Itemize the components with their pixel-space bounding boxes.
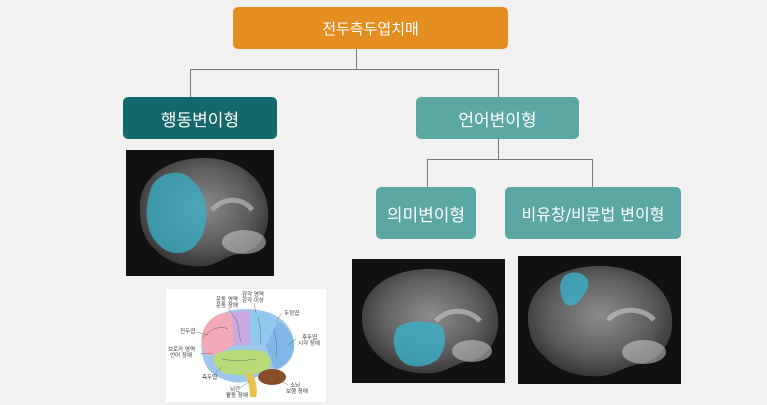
brain-scan-semantic: [352, 259, 505, 383]
brain-scan-nonfluent: [518, 256, 681, 384]
connector-level2-horizontal: [427, 159, 593, 160]
label-brainstem: 뇌간: [230, 385, 240, 393]
label-broca-area: 브로카 영역: [168, 345, 195, 353]
label-occipital-lobe: 후두엽: [302, 333, 317, 341]
label-motor-area-sub: 운동 장애: [216, 301, 238, 309]
node-behavioral-variant: 행동변이형: [123, 97, 277, 139]
label-cerebellum: 소뇌: [290, 381, 300, 389]
label-broca-area-sub: 언어 장애: [170, 351, 192, 359]
label-sensory-area: 감각 영역: [242, 290, 264, 298]
connector-language-down: [498, 139, 499, 160]
root-node-ftd: 전두측두엽치매: [233, 7, 508, 49]
label-sensory-area-sub: 감각 이상: [242, 296, 264, 304]
label-temporal-lobe: 측두엽: [202, 373, 217, 381]
connector-to-semantic: [427, 159, 428, 187]
node-language-variant: 언어변이형: [416, 97, 579, 139]
node-nonfluent-variant: 비유창/비문법 변이형: [505, 187, 681, 239]
connector-level1-horizontal: [190, 69, 499, 70]
node-semantic-variant: 의미변이형: [376, 187, 476, 239]
brain-lobe-diagram: 운동 영역 운동 장애 감각 영역 감각 이상 두정엽 전두엽 후두엽 시각 장…: [166, 289, 326, 402]
connector-to-language: [498, 69, 499, 97]
connector-root-down: [356, 49, 357, 70]
brain-scan-behavioral: [126, 150, 274, 276]
label-motor-area: 운동 영역: [216, 295, 238, 303]
label-brainstem-sub: 활동 장애: [226, 391, 248, 399]
connector-to-behavioral: [190, 69, 191, 97]
label-parietal-lobe: 두정엽: [284, 309, 299, 317]
label-frontal-lobe: 전두엽: [180, 327, 195, 335]
label-occipital-lobe-sub: 시각 장애: [298, 339, 320, 347]
connector-to-nonfluent: [592, 159, 593, 187]
label-cerebellum-sub: 보행 장애: [286, 387, 308, 395]
